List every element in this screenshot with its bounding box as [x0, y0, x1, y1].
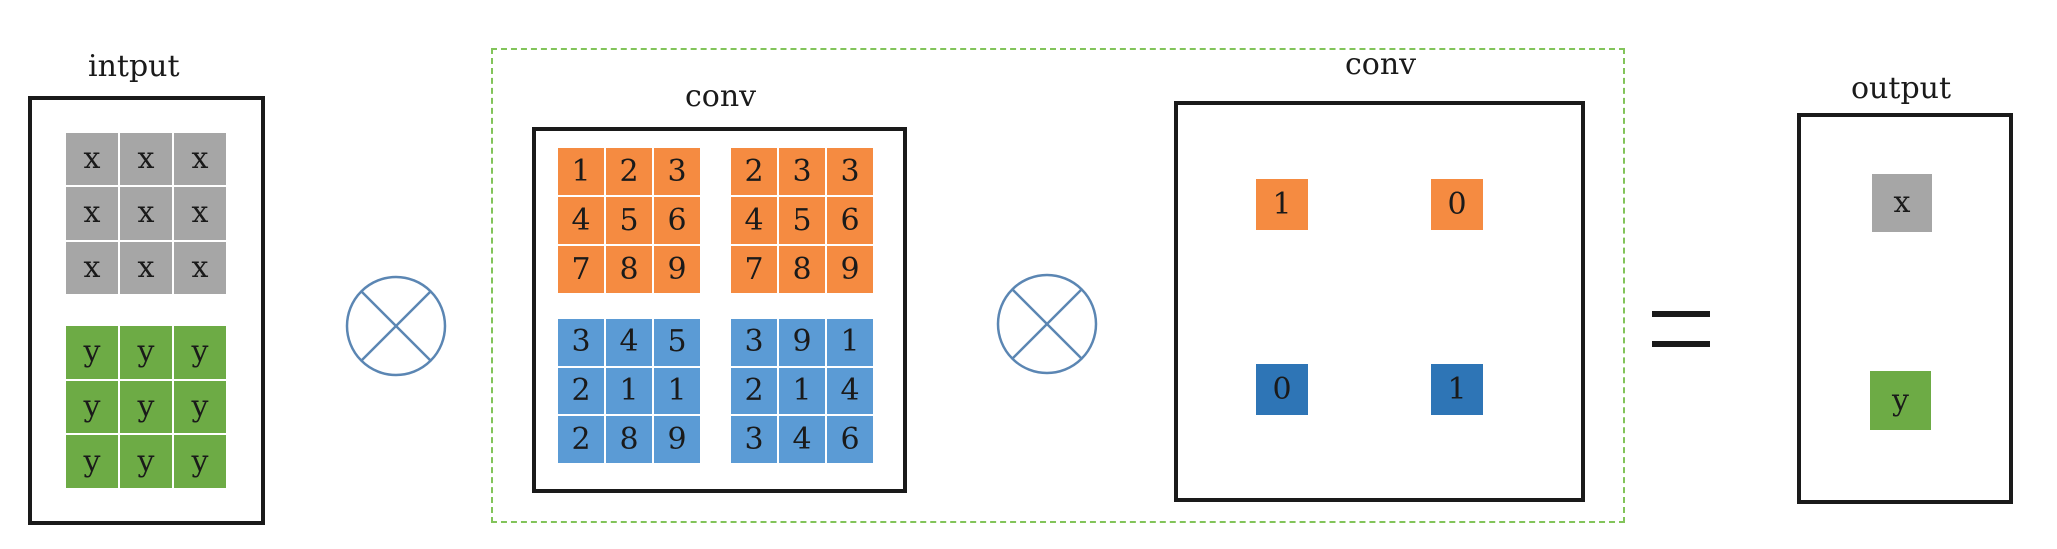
input-x-cell: x: [66, 133, 120, 188]
output-box: [1797, 113, 2013, 504]
input-label: intput: [88, 49, 180, 84]
input-x-cell: x: [120, 187, 174, 242]
conv1-kernel-3-cell: 5: [654, 319, 702, 368]
conv1-kernel-3-cell: 4: [606, 319, 654, 368]
input-y-cell: y: [66, 435, 120, 490]
input-x-cell: x: [174, 133, 228, 188]
input-y-cell: y: [120, 435, 174, 490]
conv1-kernel-3-cell: 1: [606, 367, 654, 417]
conv1-kernel-4-cell: 1: [779, 367, 827, 417]
conv1-kernel-2-cell: 9: [827, 246, 875, 295]
input-y-cell: y: [120, 326, 174, 381]
conv1-kernel-2-cell: 4: [731, 197, 779, 246]
input-x-cell: x: [66, 187, 120, 242]
conv1-kernel-1-cell: 4: [558, 197, 606, 246]
input-y-cell: y: [66, 380, 120, 436]
output-cell-y: y: [1870, 371, 1931, 430]
input-y-cell: y: [66, 326, 120, 381]
conv1-kernel-2-cell: 5: [779, 197, 827, 246]
conv1-kernel-2-cell: 7: [731, 246, 779, 295]
circle-times-icon: [345, 275, 447, 377]
input-x-cell: x: [174, 241, 228, 296]
conv1-kernel-2-cell: 3: [779, 148, 827, 197]
conv1-kernel-1-cell: 1: [558, 148, 606, 197]
conv1-kernel-3-cell: 3: [558, 319, 606, 368]
conv1-kernel-4-cell: 1: [827, 319, 875, 368]
input-x-cell: x: [120, 133, 174, 188]
conv1-kernel-4-cell: 3: [731, 319, 779, 368]
input-x-cell: x: [66, 241, 120, 296]
conv1-kernel-3-cell: 9: [654, 416, 702, 465]
equals-sign: [1652, 311, 1710, 347]
conv1-kernel-1-cell: 2: [606, 148, 654, 197]
conv-group-outline: [491, 48, 1625, 523]
input-x-cell: x: [174, 187, 228, 242]
input-y-cell: y: [120, 380, 174, 436]
conv2-cell-4: 1: [1431, 364, 1483, 415]
conv2-cell-3: 0: [1256, 364, 1308, 415]
circle-times-icon: [996, 273, 1098, 375]
conv2-cell-2: 0: [1431, 179, 1483, 230]
conv1-kernel-4-cell: 4: [779, 416, 827, 465]
conv2-label: conv: [1345, 47, 1417, 82]
conv1-kernel-1-cell: 7: [558, 246, 606, 295]
conv1-kernel-2-cell: 6: [827, 197, 875, 246]
conv2-box: [1174, 101, 1585, 502]
conv2-cell-1: 1: [1256, 179, 1308, 230]
conv1-kernel-4-cell: 6: [827, 416, 875, 465]
conv1-kernel-4-cell: 4: [827, 367, 875, 417]
input-y-cell: y: [174, 380, 228, 436]
conv1-label: conv: [685, 79, 757, 114]
conv1-kernel-3-cell: 8: [606, 416, 654, 465]
conv1-kernel-3-cell: 2: [558, 416, 606, 465]
conv1-kernel-2-cell: 8: [779, 246, 827, 295]
conv1-kernel-4-cell: 3: [731, 416, 779, 465]
conv1-kernel-3-cell: 1: [654, 367, 702, 417]
conv1-kernel-2-cell: 2: [731, 148, 779, 197]
conv1-kernel-1-cell: 3: [654, 148, 702, 197]
output-label: output: [1851, 71, 1952, 106]
conv1-kernel-4-cell: 9: [779, 319, 827, 368]
conv1-kernel-4-cell: 2: [731, 367, 779, 417]
conv1-kernel-3-cell: 2: [558, 367, 606, 417]
input-y-cell: y: [174, 326, 228, 381]
conv1-kernel-1-cell: 8: [606, 246, 654, 295]
conv1-kernel-1-cell: 6: [654, 197, 702, 246]
input-y-cell: y: [174, 435, 228, 490]
output-cell-x: x: [1872, 174, 1932, 232]
conv1-kernel-1-cell: 5: [606, 197, 654, 246]
input-x-cell: x: [120, 241, 174, 296]
conv1-kernel-1-cell: 9: [654, 246, 702, 295]
conv1-kernel-2-cell: 3: [827, 148, 875, 197]
